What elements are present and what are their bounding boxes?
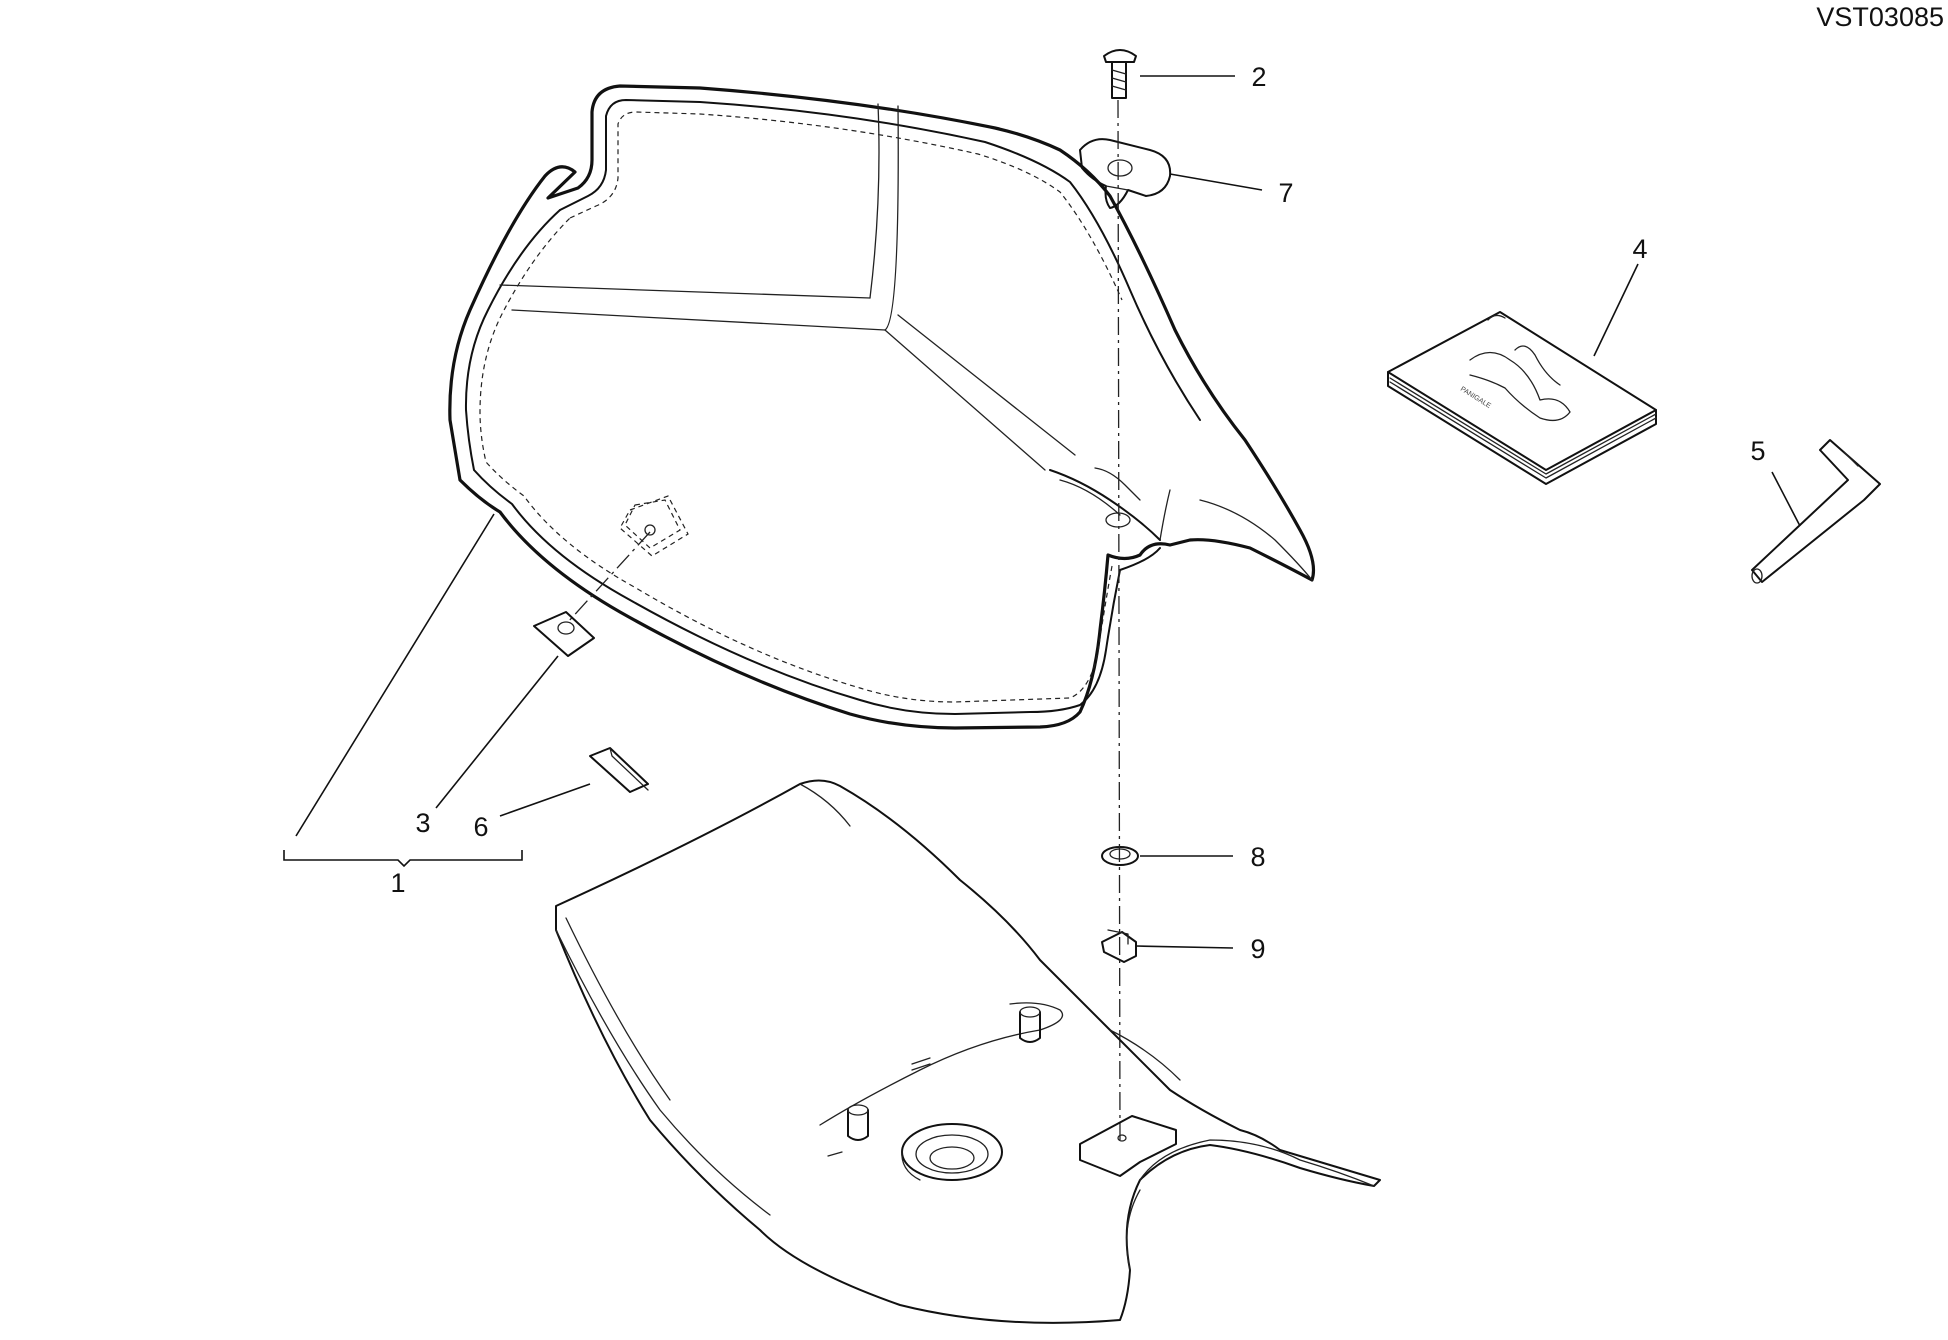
washer-part-8 bbox=[1101, 846, 1233, 866]
callout-4: 4 bbox=[1632, 234, 1647, 264]
drawing-reference: VST03085 bbox=[1816, 2, 1944, 32]
hex-key-part-5 bbox=[1751, 439, 1881, 584]
clip-nut-part-9 bbox=[1101, 929, 1234, 963]
owners-manual-part-4: PANIGALE bbox=[1387, 263, 1657, 485]
seat-cover bbox=[448, 84, 1316, 730]
callout-5: 5 bbox=[1750, 436, 1765, 466]
group-bracket bbox=[283, 850, 523, 868]
callout-1: 1 bbox=[390, 868, 405, 898]
velcro-pad-part-3 bbox=[435, 611, 595, 809]
callout-9: 9 bbox=[1250, 934, 1265, 964]
screw-part-2 bbox=[1103, 49, 1235, 99]
callout-7: 7 bbox=[1278, 178, 1293, 208]
callout-2: 2 bbox=[1251, 62, 1266, 92]
rubber-pad-part-6 bbox=[499, 747, 649, 817]
callout-6: 6 bbox=[473, 812, 488, 842]
manual-cover-text: PANIGALE bbox=[1459, 386, 1492, 410]
callout-8: 8 bbox=[1250, 842, 1265, 872]
seat-base bbox=[555, 779, 1381, 1324]
callout-3: 3 bbox=[415, 808, 430, 838]
bracket-part-7 bbox=[1079, 138, 1263, 209]
